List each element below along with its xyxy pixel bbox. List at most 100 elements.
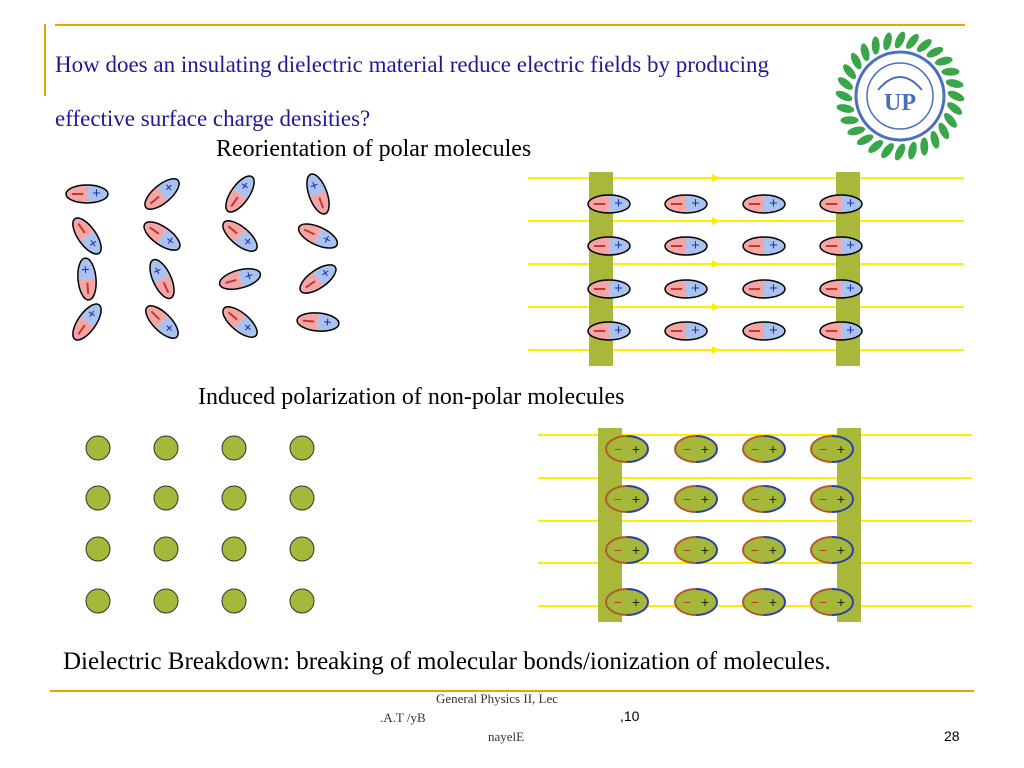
minus-sign-icon: − — [819, 491, 827, 507]
nonpolar-molecule — [85, 485, 111, 511]
plus-sign-icon: + — [691, 238, 699, 254]
molecule-outline — [819, 194, 863, 214]
laurel-leaf — [871, 36, 880, 55]
laurel-leaf — [843, 64, 857, 80]
polar-molecule: + — [67, 299, 107, 345]
molecule-outline — [742, 236, 786, 256]
plus-sign-icon: + — [769, 542, 777, 558]
plus-sign-icon: + — [769, 491, 777, 507]
induced-dipole-molecule: −+ — [674, 588, 718, 616]
induced-dipole-molecule: −+ — [674, 485, 718, 513]
plus-sign-icon: + — [846, 323, 854, 339]
polar-molecule: + — [819, 279, 863, 299]
positive-end — [609, 280, 630, 298]
left-rule — [44, 24, 46, 96]
laurel-leaf — [894, 31, 906, 49]
molecule-body — [675, 436, 717, 462]
laurel-leaf — [934, 56, 953, 66]
molecule-outline — [306, 173, 330, 215]
laurel-leaf — [894, 143, 906, 161]
polar-molecule: + — [742, 236, 786, 256]
minus-sign-icon: − — [614, 491, 622, 507]
plus-sign-icon: + — [837, 542, 845, 558]
positive-end — [764, 280, 785, 298]
footer-lecture-number: ,10 — [620, 708, 640, 724]
minus-sign-icon — [318, 197, 325, 209]
field-arrow-icon — [712, 217, 720, 225]
polar-molecule: + — [664, 194, 708, 214]
laurel-leaf — [860, 43, 870, 62]
laurel-leaf — [945, 79, 964, 88]
laurel-leaf — [947, 90, 965, 102]
positive-end — [686, 322, 707, 340]
plus-sign-icon: + — [769, 594, 777, 610]
induced-dipole-molecule: −+ — [674, 536, 718, 564]
plus-sign-icon: + — [691, 196, 699, 212]
positive-end — [841, 237, 862, 255]
molecule-outline — [299, 264, 337, 294]
induced-dipole-molecule: −+ — [742, 588, 786, 616]
minus-sign-icon: − — [751, 441, 759, 457]
polar-molecule: + — [140, 173, 184, 215]
minus-sign-icon: − — [614, 441, 622, 457]
aligned-polar-molecules-in-field: ++++++++++++++++ — [528, 172, 964, 366]
molecule-outline — [149, 258, 175, 300]
molecule-outline — [664, 321, 708, 341]
induced-dipole-molecule: −+ — [742, 435, 786, 463]
laurel-leaf — [908, 141, 917, 160]
bottom-rule — [50, 690, 974, 692]
laurel-leaf — [906, 33, 919, 49]
plus-sign-icon: + — [614, 323, 622, 339]
negative-side-outline — [742, 485, 765, 513]
induced-dipole-molecule: −+ — [605, 485, 649, 513]
plus-sign-icon: + — [632, 491, 640, 507]
plus-sign-icon: + — [837, 594, 845, 610]
induced-dipole-molecule: −+ — [742, 485, 786, 513]
laurel-leaf — [840, 116, 859, 125]
negative-side-outline — [605, 435, 628, 463]
field-arrow-icon — [712, 303, 720, 311]
molecule-body — [743, 537, 785, 563]
molecule-outline — [222, 220, 258, 252]
induced-dipole-molecule: −+ — [810, 435, 854, 463]
polar-molecule: + — [144, 256, 180, 302]
minus-sign-icon: − — [683, 491, 691, 507]
minus-sign-icon: − — [819, 441, 827, 457]
polar-molecule: + — [587, 236, 631, 256]
polar-molecule: + — [664, 236, 708, 256]
positive-end — [686, 280, 707, 298]
induced-nonpolar-molecules-in-field: −+−+−+−+−+−+−+−+−+−+−+−+−+−+−+−+ — [538, 428, 972, 622]
nonpolar-molecule — [153, 536, 179, 562]
minus-sign-icon — [303, 228, 315, 236]
molecule-outline — [218, 267, 262, 291]
molecule-body — [811, 589, 853, 615]
negative-side-outline — [810, 536, 833, 564]
plus-sign-icon: + — [769, 196, 777, 212]
nonpolar-molecule — [289, 588, 315, 614]
molecule-outline — [742, 279, 786, 299]
molecule-body — [606, 486, 648, 512]
molecule-outline — [819, 279, 863, 299]
positive-end — [764, 237, 785, 255]
molecule-body — [675, 537, 717, 563]
positive-side-outline — [763, 435, 786, 463]
plus-sign-icon: + — [846, 281, 854, 297]
molecule-outline — [297, 223, 339, 249]
top-rule — [55, 24, 965, 26]
plus-sign-icon: + — [691, 323, 699, 339]
field-arrow-icon — [712, 260, 720, 268]
plus-sign-icon: + — [632, 542, 640, 558]
laurel-leaf — [835, 90, 853, 102]
molecule-outline — [664, 194, 708, 214]
induced-dipole-molecule: −+ — [810, 536, 854, 564]
laurel-leaf — [916, 39, 932, 53]
minus-sign-icon: − — [614, 542, 622, 558]
minus-sign-icon — [227, 225, 238, 235]
polar-molecule: + — [220, 171, 260, 217]
plus-sign-icon: + — [632, 441, 640, 457]
positive-end — [764, 322, 785, 340]
minus-sign-icon — [230, 196, 239, 207]
negative-side-outline — [742, 435, 765, 463]
polar-molecule: + — [742, 194, 786, 214]
polar-molecule: + — [664, 321, 708, 341]
